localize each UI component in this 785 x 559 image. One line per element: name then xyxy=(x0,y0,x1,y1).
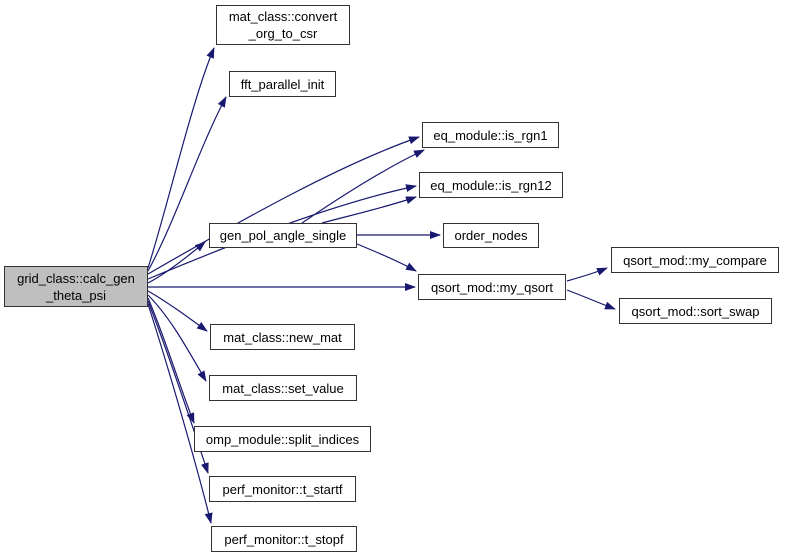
node-label: omp_module::split_indices xyxy=(205,431,360,447)
node-fft-parallel-init[interactable]: fft_parallel_init xyxy=(229,71,336,97)
node-t-startf[interactable]: perf_monitor::t_startf xyxy=(209,476,356,502)
node-is-rgn1[interactable]: eq_module::is_rgn1 xyxy=(422,122,559,148)
edge-calc-gen-theta-psi-to-fft-parallel-init xyxy=(147,96,227,272)
node-my-qsort[interactable]: qsort_mod::my_qsort xyxy=(418,274,566,300)
node-label: _org_to_csr xyxy=(248,26,318,41)
edge-calc-gen-theta-psi-to-new-mat xyxy=(147,290,208,332)
node-label: perf_monitor::t_startf xyxy=(222,481,343,497)
node-calc-gen-theta-psi[interactable]: grid_class::calc_gen _theta_psi xyxy=(4,266,148,307)
node-label: mat_class::convert xyxy=(228,9,338,24)
edge-gen-pol-angle-single-to-is-rgn12 xyxy=(321,196,417,224)
node-label: mat_class::set_value xyxy=(222,380,344,396)
node-label: mat_class::new_mat xyxy=(223,329,342,345)
node-convert-org-to-csr[interactable]: mat_class::convert _org_to_csr xyxy=(216,5,350,45)
edge-gen-pol-angle-single-to-my-qsort xyxy=(356,243,417,272)
node-label: qsort_mod::my_compare xyxy=(623,252,767,268)
node-order-nodes[interactable]: order_nodes xyxy=(443,223,539,248)
node-label: gen_pol_angle_single xyxy=(219,228,347,243)
node-new-mat[interactable]: mat_class::new_mat xyxy=(210,324,355,350)
edge-my-qsort-to-sort-swap xyxy=(566,289,616,310)
node-label: fft_parallel_init xyxy=(240,76,325,92)
edge-calc-gen-theta-psi-to-split-indices xyxy=(147,297,195,424)
edge-calc-gen-theta-psi-to-gen-pol-angle-single xyxy=(147,241,206,284)
node-label: eq_module::is_rgn12 xyxy=(430,177,552,193)
node-sort-swap[interactable]: qsort_mod::sort_swap xyxy=(619,298,772,324)
node-label: _theta_psi xyxy=(46,287,106,303)
edge-gen-pol-angle-single-to-is-rgn1 xyxy=(301,149,425,224)
node-label: grid_class::calc_gen xyxy=(17,270,135,286)
node-label: perf_monitor::t_stopf xyxy=(224,531,344,547)
edge-calc-gen-theta-psi-to-t-stopf xyxy=(147,303,213,524)
node-t-stopf[interactable]: perf_monitor::t_stopf xyxy=(211,526,357,552)
node-label: qsort_mod::my_qsort xyxy=(430,279,554,295)
edge-calc-gen-theta-psi-to-set-value xyxy=(147,294,207,382)
node-label: qsort_mod::sort_swap xyxy=(631,303,760,319)
node-is-rgn12[interactable]: eq_module::is_rgn12 xyxy=(419,172,563,198)
edge-my-qsort-to-my-compare xyxy=(566,267,608,282)
node-label: order_nodes xyxy=(454,228,528,243)
node-gen-pol-angle-single[interactable]: gen_pol_angle_single xyxy=(209,223,357,248)
node-set-value[interactable]: mat_class::set_value xyxy=(209,375,357,401)
node-split-indices[interactable]: omp_module::split_indices xyxy=(194,426,371,452)
node-my-compare[interactable]: qsort_mod::my_compare xyxy=(611,247,779,273)
edge-calc-gen-theta-psi-to-convert-org-to-csr xyxy=(147,47,215,269)
edge-calc-gen-theta-psi-to-is-rgn1 xyxy=(147,136,420,275)
node-label: eq_module::is_rgn1 xyxy=(433,127,548,143)
edge-calc-gen-theta-psi-to-t-startf xyxy=(147,300,209,474)
